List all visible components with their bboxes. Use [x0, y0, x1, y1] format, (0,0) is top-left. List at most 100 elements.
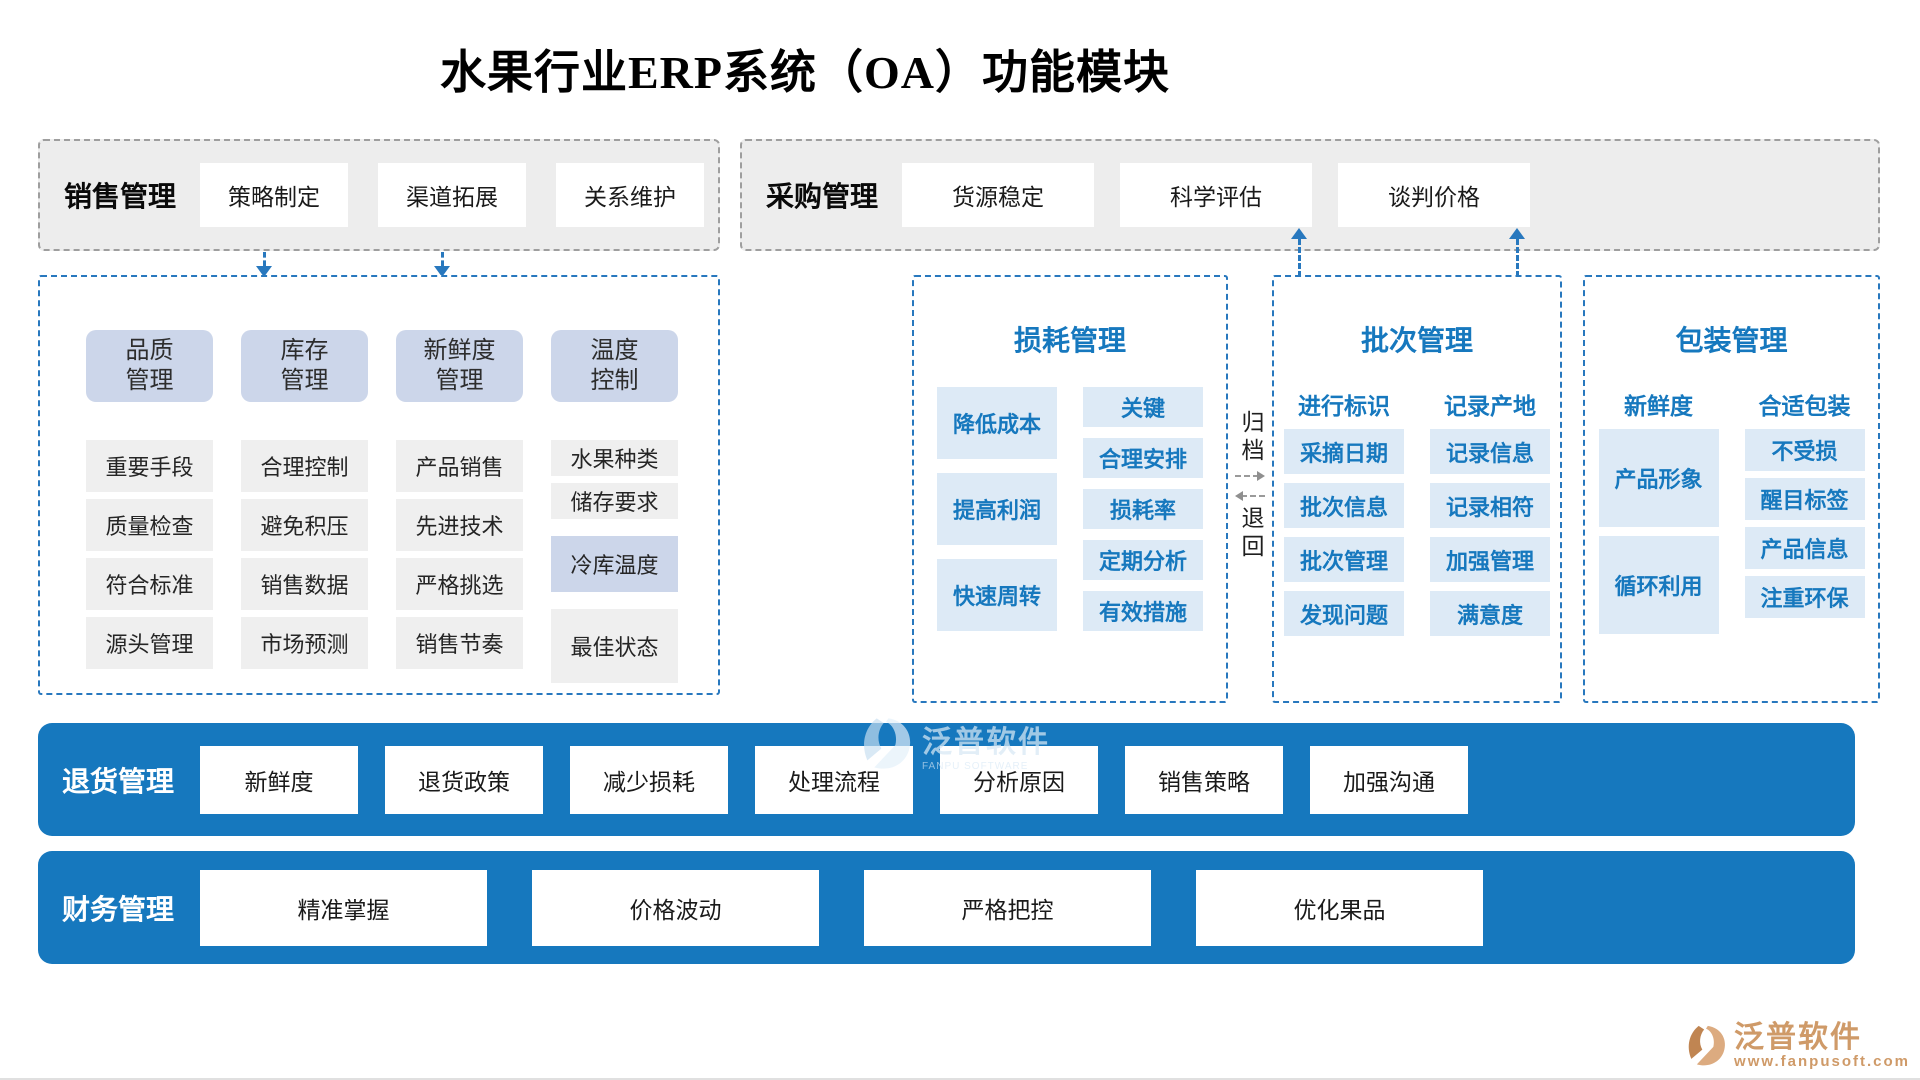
return-item: 退货政策	[385, 745, 543, 814]
package-module-title: 包装管理	[1675, 326, 1788, 357]
column-header-freshness: 新鲜度 管理	[396, 330, 523, 402]
corner-watermark-text: 泛普软件 www.fanpusoft.com	[1734, 1020, 1910, 1070]
purchase-item: 谈判价格	[1338, 163, 1530, 227]
arrow-down-icon	[256, 252, 272, 277]
return-item: 减少损耗	[570, 745, 728, 814]
temperature-column: 温度 控制 水果种类 储存要求 冷库温度 最佳状态	[551, 330, 678, 690]
brand-url: www.fanpusoft.com	[1734, 1052, 1910, 1070]
arrow-head	[1235, 491, 1243, 501]
temperature-item: 水果种类	[551, 440, 678, 476]
loss-module-title: 损耗管理	[1013, 326, 1126, 357]
fanpu-logo-icon	[864, 718, 911, 769]
inventory-item: 避免积压	[241, 499, 368, 551]
arrow-head	[1257, 471, 1265, 481]
header-line: 管理	[125, 368, 174, 394]
brand-subtitle: FANPU SOFTWARE	[922, 760, 1029, 772]
center-watermark: 泛普软件 FANPU SOFTWARE	[858, 712, 1050, 776]
package-item: 醒目标签	[1744, 478, 1865, 520]
column-header-temperature: 温度 控制	[551, 330, 678, 402]
arrow-shaft	[262, 252, 266, 266]
arrow-right-icon	[1235, 471, 1265, 481]
sales-item: 关系维护	[556, 163, 704, 227]
freshness-item: 销售节奏	[396, 617, 523, 669]
header-line: 管理	[280, 368, 329, 394]
corner-watermark: 泛普软件 www.fanpusoft.com	[1684, 1022, 1910, 1070]
brand-name: 泛普软件	[1734, 1020, 1863, 1054]
batch-left-column: 进行标识 采摘日期 批次信息 批次管理 发现问题	[1284, 387, 1404, 645]
loss-item: 快速周转	[937, 559, 1057, 631]
header-line: 新鲜度	[423, 338, 496, 364]
column-header-quality: 品质 管理	[86, 330, 213, 402]
return-bar-label: 退货管理	[62, 766, 175, 798]
package-item: 不受损	[1744, 429, 1865, 471]
purchase-management-panel: 采购管理 货源稳定 科学评估 谈判价格	[740, 139, 1880, 251]
arrow-up-icon	[1509, 228, 1525, 277]
batch-module-title: 批次管理	[1360, 326, 1473, 357]
freshness-column: 新鲜度 管理 产品销售 先进技术 严格挑选 销售节奏	[396, 330, 523, 690]
freshness-item: 产品销售	[396, 440, 523, 492]
batch-item: 加强管理	[1430, 537, 1550, 582]
arrow-shaft	[1235, 475, 1259, 477]
arrow-left-icon	[1235, 491, 1265, 501]
finance-item: 价格波动	[532, 869, 819, 946]
purchase-item: 货源稳定	[902, 163, 1094, 227]
quality-columns: 品质 管理 重要手段 质量检查 符合标准 源头管理 库存 管理 合理控制 避免积…	[40, 277, 718, 690]
package-columns: 新鲜度 产品形象 循环利用 合适包装 不受损 醒目标签 产品信息 注重环保	[1585, 387, 1878, 643]
inventory-item: 销售数据	[241, 558, 368, 610]
package-item-plain: 新鲜度	[1624, 394, 1693, 419]
freshness-item: 先进技术	[396, 499, 523, 551]
batch-right-column: 记录产地 记录信息 记录相符 加强管理 满意度	[1430, 387, 1550, 645]
quality-item: 符合标准	[86, 558, 213, 610]
center-watermark-text: 泛普软件 FANPU SOFTWARE	[922, 717, 1050, 772]
loss-item: 提高利润	[937, 473, 1057, 545]
return-item: 分析原因	[940, 745, 1098, 814]
archive-label: 归档	[1238, 410, 1263, 466]
quality-column: 品质 管理 重要手段 质量检查 符合标准 源头管理	[86, 330, 213, 690]
finance-item: 精准掌握	[200, 869, 487, 946]
return-label: 退回	[1238, 506, 1263, 562]
arrow-head	[256, 266, 272, 277]
batch-item: 记录相符	[1430, 483, 1550, 528]
package-right-column: 合适包装 不受损 醒目标签 产品信息 注重环保	[1744, 387, 1865, 643]
package-left-column: 新鲜度 产品形象 循环利用	[1598, 387, 1719, 643]
loss-item: 有效措施	[1083, 591, 1203, 631]
package-item: 循环利用	[1598, 536, 1719, 634]
purchase-item: 科学评估	[1120, 163, 1312, 227]
temperature-item: 储存要求	[551, 483, 678, 519]
package-item: 产品信息	[1744, 527, 1865, 569]
quality-item: 重要手段	[86, 440, 213, 492]
sales-panel-label: 销售管理	[64, 182, 177, 213]
sales-management-panel: 销售管理 策略制定 渠道拓展 关系维护	[38, 139, 720, 251]
batch-module-box: 批次管理 进行标识 采摘日期 批次信息 批次管理 发现问题 记录产地 记录信息 …	[1272, 275, 1562, 703]
package-item: 注重环保	[1744, 576, 1865, 618]
arrow-shaft	[1515, 239, 1519, 277]
loss-item: 损耗率	[1083, 489, 1203, 529]
batch-item-plain: 记录产地	[1444, 394, 1536, 419]
loss-module-box: 损耗管理 降低成本 提高利润 快速周转 关键 合理安排 损耗率 定期分析 有效措…	[912, 275, 1228, 703]
quality-item: 质量检查	[86, 499, 213, 551]
loss-item: 关键	[1083, 387, 1203, 427]
loss-left-column: 降低成本 提高利润 快速周转	[937, 387, 1057, 645]
return-management-bar: 退货管理 新鲜度 退货政策 减少损耗 处理流程 分析原因 销售策略 加强沟通	[38, 723, 1855, 836]
batch-item: 记录信息	[1430, 429, 1550, 474]
loss-item: 降低成本	[937, 387, 1057, 459]
inventory-item: 市场预测	[241, 617, 368, 669]
finance-management-bar: 财务管理 精准掌握 价格波动 严格把控 优化果品	[38, 851, 1855, 964]
batch-item: 采摘日期	[1284, 429, 1404, 474]
batch-item: 发现问题	[1284, 591, 1404, 636]
batch-item-plain: 进行标识	[1298, 394, 1390, 419]
arrow-shaft	[1241, 495, 1265, 497]
freshness-item: 严格挑选	[396, 558, 523, 610]
header-line: 温度	[590, 338, 639, 364]
arrow-shaft	[440, 252, 444, 266]
package-item: 产品形象	[1598, 429, 1719, 527]
arrow-up-icon	[1291, 228, 1307, 277]
finance-bar-label: 财务管理	[62, 894, 175, 926]
package-item-plain: 合适包装	[1758, 394, 1851, 419]
batch-item: 满意度	[1430, 591, 1550, 636]
return-item: 销售策略	[1125, 745, 1283, 814]
finance-item: 优化果品	[1196, 869, 1483, 946]
inventory-item: 合理控制	[241, 440, 368, 492]
brand-name: 泛普软件	[922, 725, 1050, 759]
